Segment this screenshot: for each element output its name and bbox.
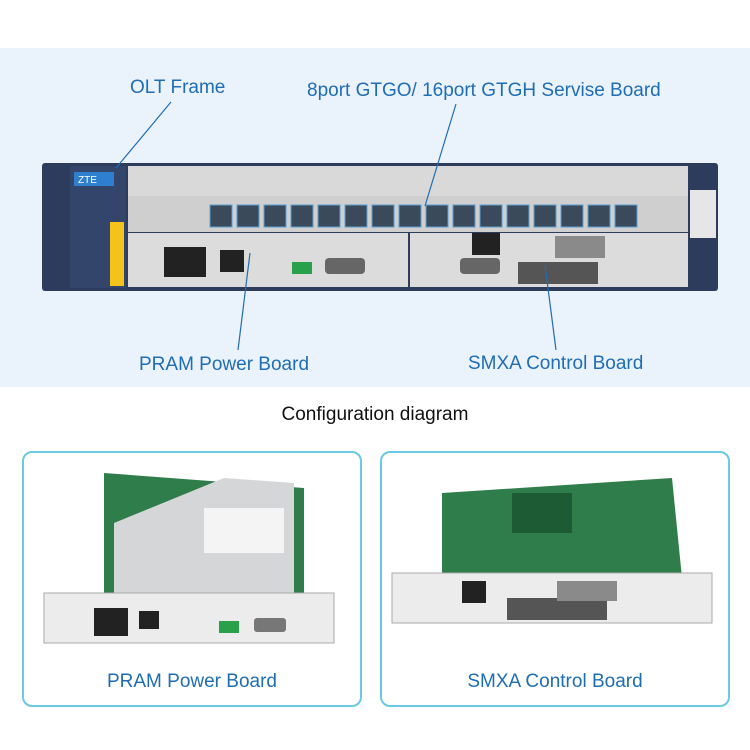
sfp-port xyxy=(452,204,476,228)
card-power-board: PRAM Power Board xyxy=(22,451,362,707)
olt-chassis-illustration: ZTE xyxy=(42,101,718,351)
card-control-board: SMXA Control Board xyxy=(380,451,730,707)
label-power-board: PRAM Power Board xyxy=(139,354,310,375)
sfp-port xyxy=(533,204,557,228)
sfp-port xyxy=(506,204,530,228)
sfp-port xyxy=(290,204,314,228)
sfp-ports xyxy=(209,204,638,228)
sfp-port xyxy=(587,204,611,228)
sfp-port xyxy=(560,204,584,228)
callout-lines xyxy=(115,101,557,351)
sfp-port xyxy=(236,204,260,228)
label-control-board: SMXA Control Board xyxy=(468,353,644,374)
label-olt-frame: OLT Frame xyxy=(130,77,226,98)
sfp-port xyxy=(398,204,422,228)
sfp-port xyxy=(479,204,503,228)
caption-power-board: PRAM Power Board xyxy=(106,671,277,692)
label-service-board: 8port GTGO/ 16port GTGH Servise Board xyxy=(307,80,661,101)
power-board-photo xyxy=(43,473,335,644)
caption-control-board: SMXA Control Board xyxy=(467,671,643,692)
svg-text:ZTE: ZTE xyxy=(78,175,97,186)
section-title: Configuration diagram xyxy=(281,404,469,425)
sfp-port xyxy=(344,204,368,228)
sfp-port xyxy=(614,204,638,228)
sfp-port xyxy=(425,204,449,228)
sfp-port xyxy=(209,204,233,228)
sfp-port xyxy=(317,204,341,228)
sfp-port xyxy=(371,204,395,228)
control-board-photo xyxy=(391,478,713,624)
sfp-port xyxy=(263,204,287,228)
olt-chassis: ZTE xyxy=(42,163,718,291)
